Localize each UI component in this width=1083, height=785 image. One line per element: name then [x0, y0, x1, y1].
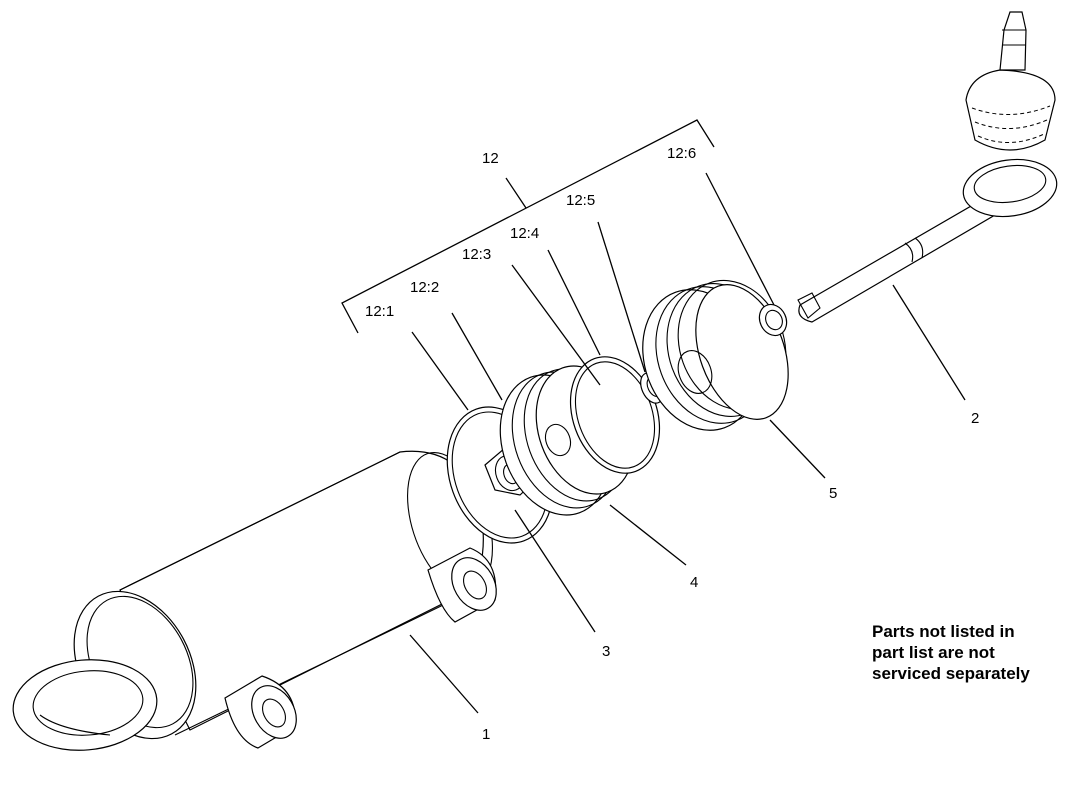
- kit-bracket-stem: [505, 177, 527, 209]
- callout-2: 2: [971, 410, 980, 427]
- ball-joint: [965, 11, 1056, 151]
- service-note: Parts not listed in part list are not se…: [872, 621, 1030, 684]
- service-note-line-2: part list are not: [872, 643, 995, 662]
- callout-12-1: 12:1: [365, 303, 395, 320]
- callout-5: 5: [829, 485, 838, 502]
- service-note-line-3: serviced separately: [872, 664, 1030, 683]
- callout-1: 1: [482, 726, 491, 743]
- wiper-seal-12-6: [758, 303, 788, 337]
- kit-bracket: [341, 119, 715, 334]
- callout-3: 3: [602, 643, 611, 660]
- callout-12-6: 12:6: [667, 145, 697, 162]
- callout-12-4: 12:4: [510, 225, 540, 242]
- piston-rod: [797, 158, 1058, 323]
- callout-4: 4: [690, 574, 699, 591]
- backup-ring-12-4: [569, 356, 661, 474]
- callout-12: 12: [482, 150, 499, 167]
- callout-12-5: 12:5: [566, 192, 596, 209]
- leader-lines: [409, 172, 966, 714]
- callout-12-2: 12:2: [410, 279, 440, 296]
- callout-12-3: 12:3: [462, 246, 492, 263]
- service-note-line-1: Parts not listed in: [872, 622, 1015, 641]
- cylinder-body: [12, 450, 497, 751]
